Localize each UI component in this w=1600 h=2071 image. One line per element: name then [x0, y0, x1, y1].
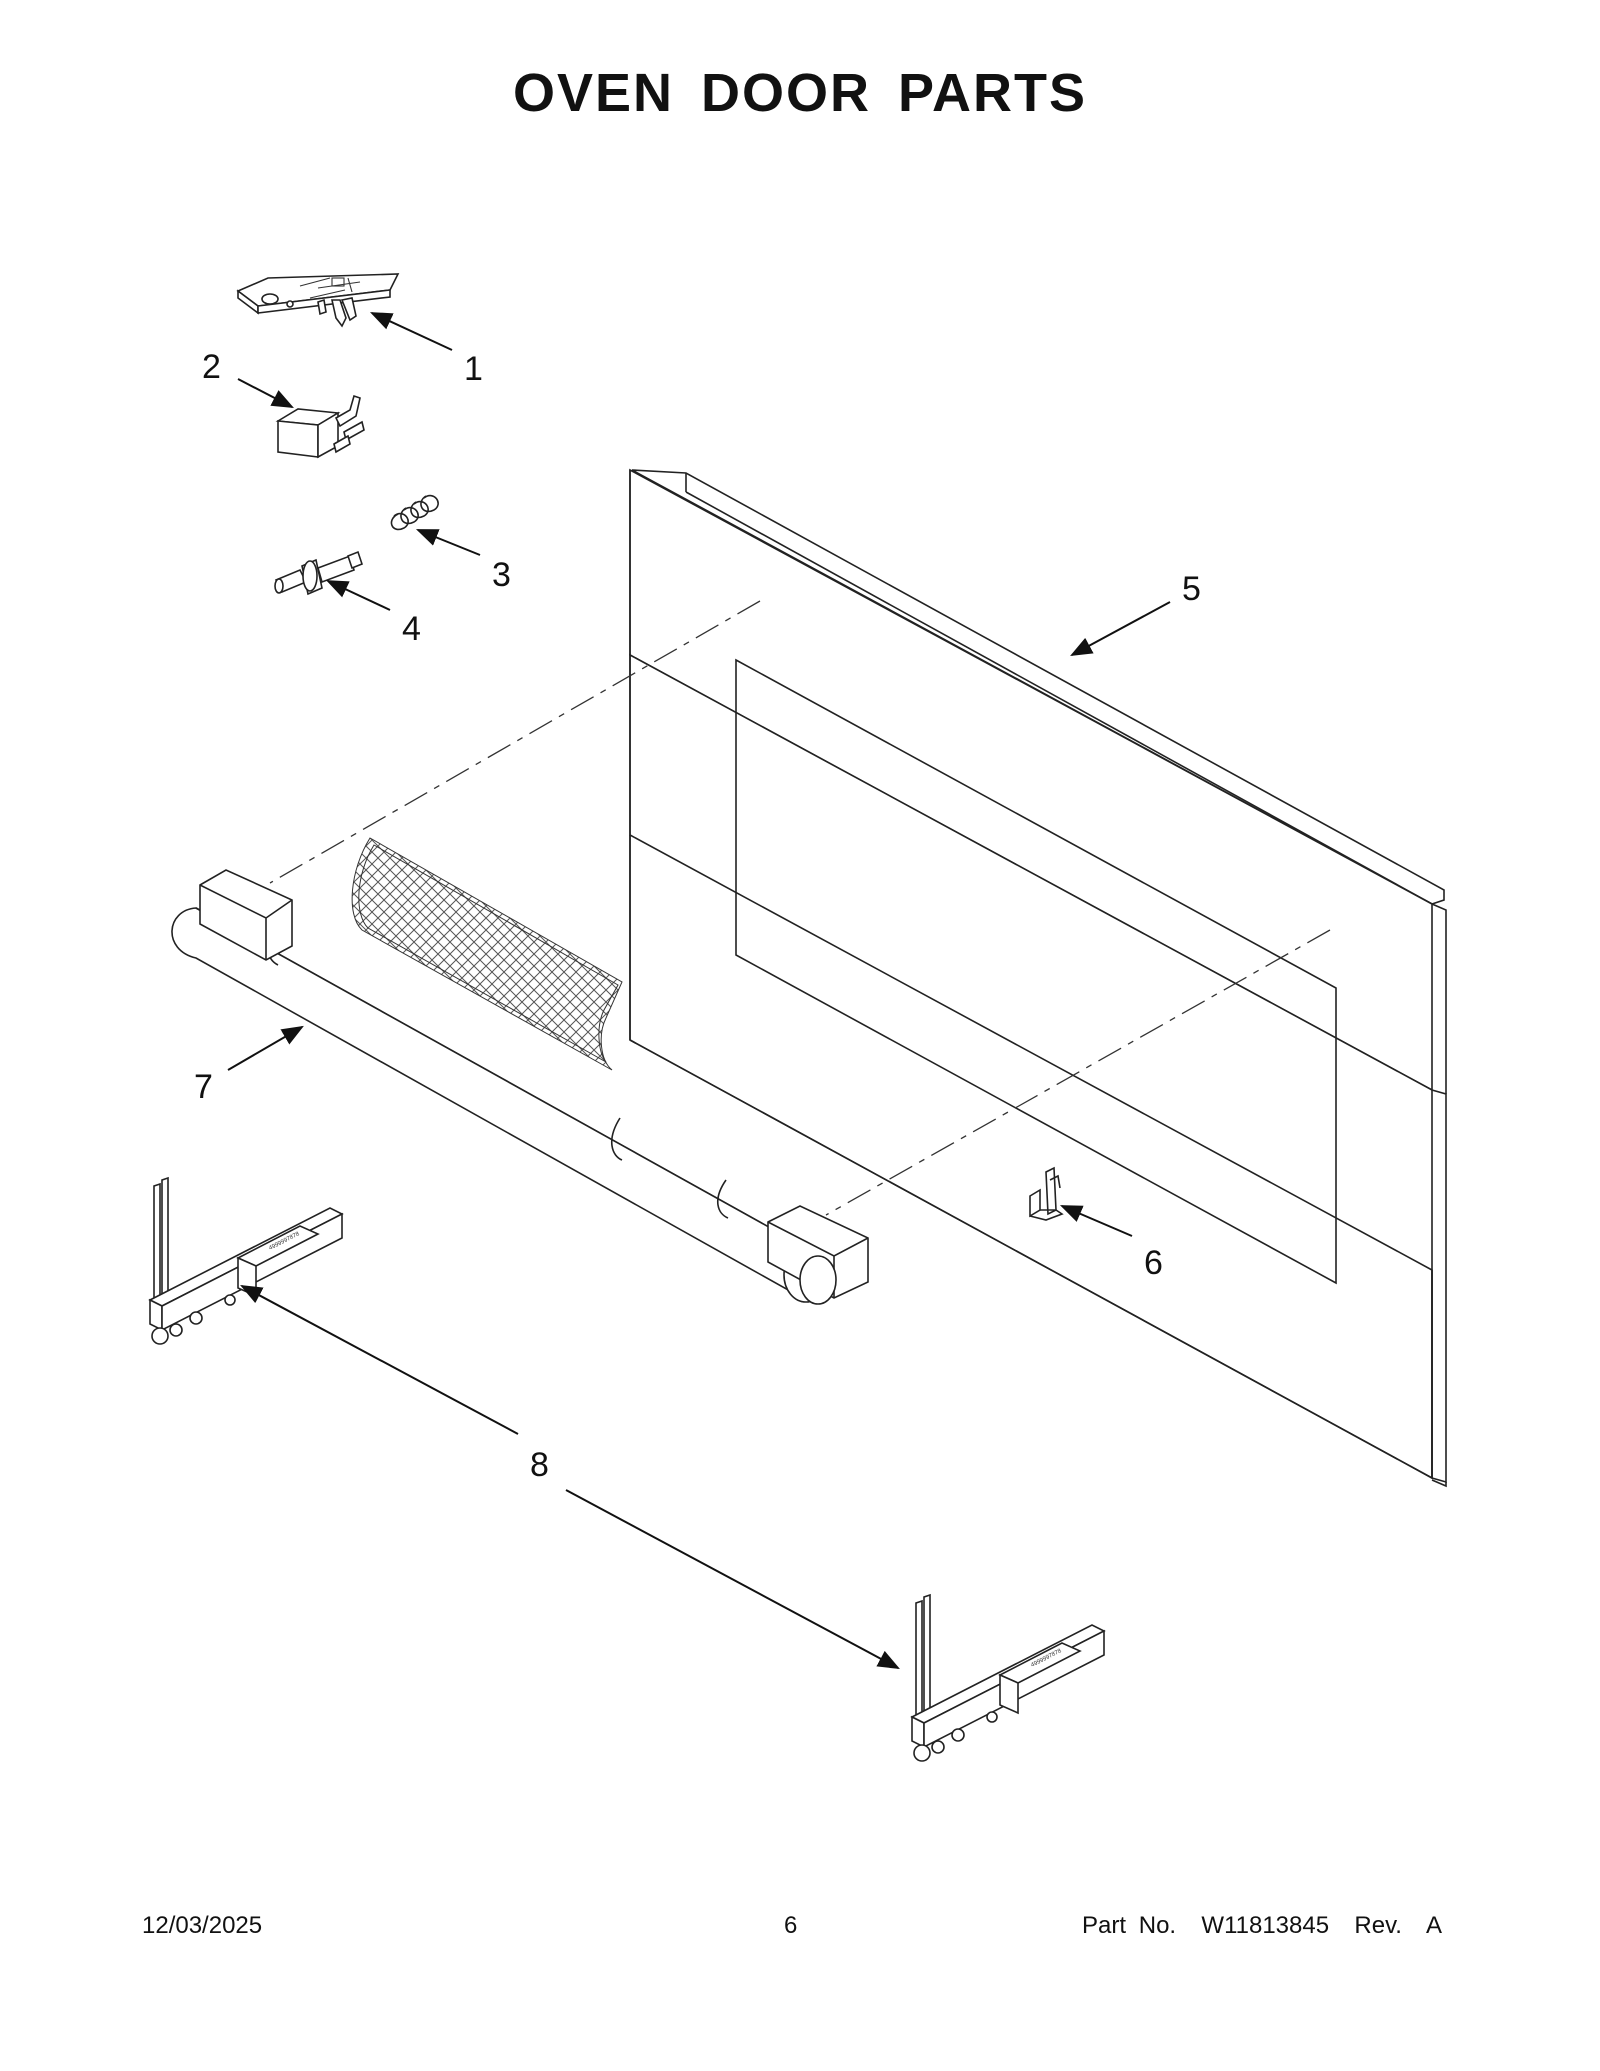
- part-door-switch: [275, 394, 365, 459]
- page-title: OVEN DOOR PARTS: [512, 63, 1088, 123]
- leader-6: [1059, 1205, 1133, 1237]
- callout-7: 7: [194, 1068, 213, 1106]
- callout-5: 5: [1182, 570, 1201, 608]
- callout-6: 6: [1144, 1244, 1163, 1282]
- leader-7: [227, 1025, 304, 1071]
- part-door-handle: [171, 837, 869, 1305]
- callout-4: 4: [402, 610, 421, 648]
- leader-1: [370, 312, 453, 351]
- part-hinge-right: 4999997878: [910, 1593, 1106, 1762]
- leader-8a: [240, 1284, 519, 1435]
- footer-part-number: Part No. W11813845 Rev. A: [1082, 1912, 1442, 1939]
- leader-8b: [565, 1489, 900, 1670]
- footer-date: 12/03/2025: [142, 1912, 263, 1939]
- callout-1: 1: [464, 350, 483, 388]
- part-outer-door-panel: [629, 468, 1447, 1488]
- part-spring: [390, 494, 439, 531]
- leader-5: [1070, 601, 1171, 657]
- callout-2: 2: [202, 348, 221, 386]
- footer-page-number: 6: [784, 1912, 798, 1939]
- callout-3: 3: [492, 556, 511, 594]
- leader-3: [415, 529, 481, 556]
- alignment-line-lower: [825, 929, 1331, 1216]
- leader-4: [326, 580, 391, 611]
- alignment-line-upper: [269, 600, 761, 884]
- leader-2: [237, 378, 294, 409]
- part-hinge-left: 4999997878: [148, 1176, 344, 1345]
- part-plunger-pin: [274, 550, 363, 596]
- part-door-latch-bracket: [236, 273, 400, 328]
- callout-8: 8: [530, 1446, 549, 1484]
- part-door-clip: [1029, 1166, 1064, 1221]
